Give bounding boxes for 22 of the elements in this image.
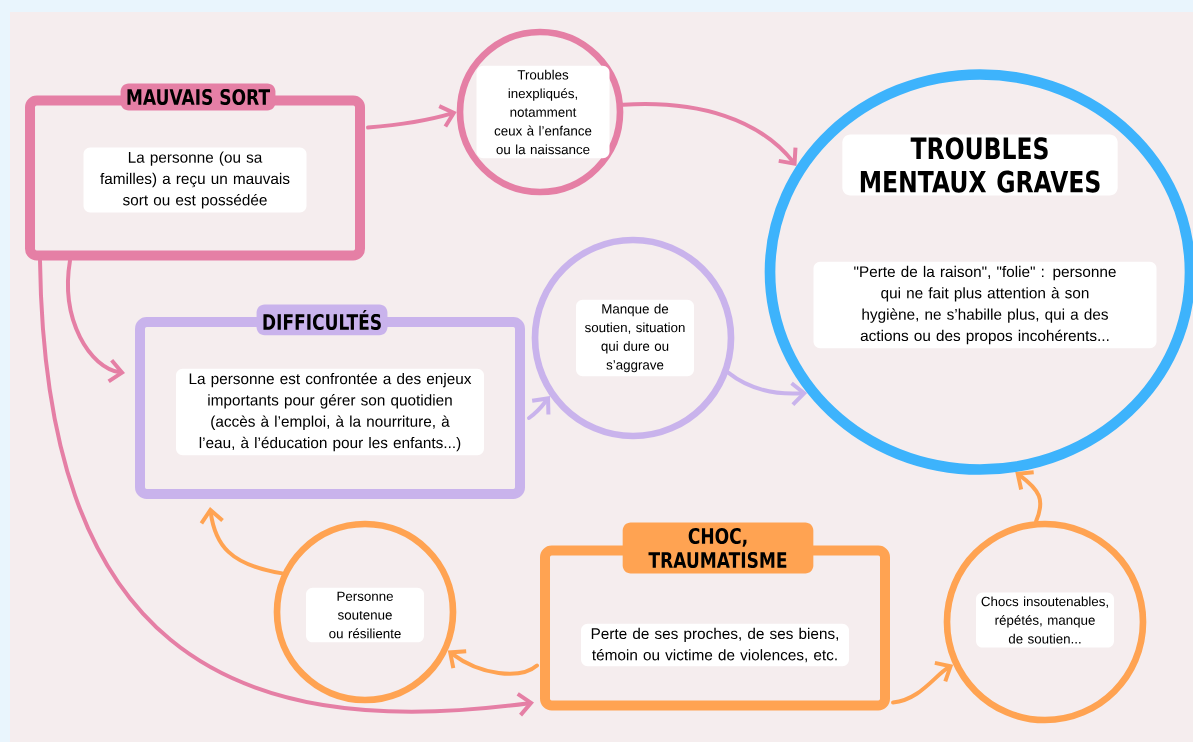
text-label: Troubles inexpliqués, notamment ceux à l’enfance ou la naissance [476, 65, 610, 159]
title-tag: DIFFICULTÉS [256, 304, 388, 336]
arrow [66, 258, 125, 384]
text-label: Perte de ses proches, de ses biens, témoin ou victime de violences, etc. [581, 623, 849, 667]
arrow [199, 507, 285, 576]
text-label: La personne (ou sa familles) a reçu un mauvais sort ou est possédée [83, 147, 307, 213]
arrow [891, 660, 954, 705]
text-label: "Perte de la raison", "folie" : personne qui ne fait plus attention à son hygiène, ne s’habille plus, qui a des actions ou des propos incohérents... [813, 261, 1157, 349]
heading: TROUBLES MENTAUX GRAVES [842, 134, 1118, 196]
arrow [447, 649, 539, 676]
title-tag: CHOC, TRAUMATISME [622, 522, 814, 574]
text-label: Chocs insoutenables, répétés, manque de soutien... [976, 592, 1114, 648]
text-label: La personne est confrontée a des enjeux importants pour gérer son quotidien (accès à l’emploi, à la nourriture, à l’eau, à l’éducation pour les enfants...) [176, 368, 484, 456]
arrow [38, 258, 534, 717]
arrow [527, 396, 551, 420]
arrow [1015, 470, 1043, 524]
text-label: Manque de soutien, situation qui dure ou s’aggrave [576, 299, 694, 377]
text-label: Personne soutenue ou résiliente [306, 587, 424, 643]
arrow [726, 370, 808, 406]
arrow [621, 102, 798, 166]
arrow [366, 104, 457, 130]
title-tag: MAUVAIS SORT [120, 83, 276, 111]
